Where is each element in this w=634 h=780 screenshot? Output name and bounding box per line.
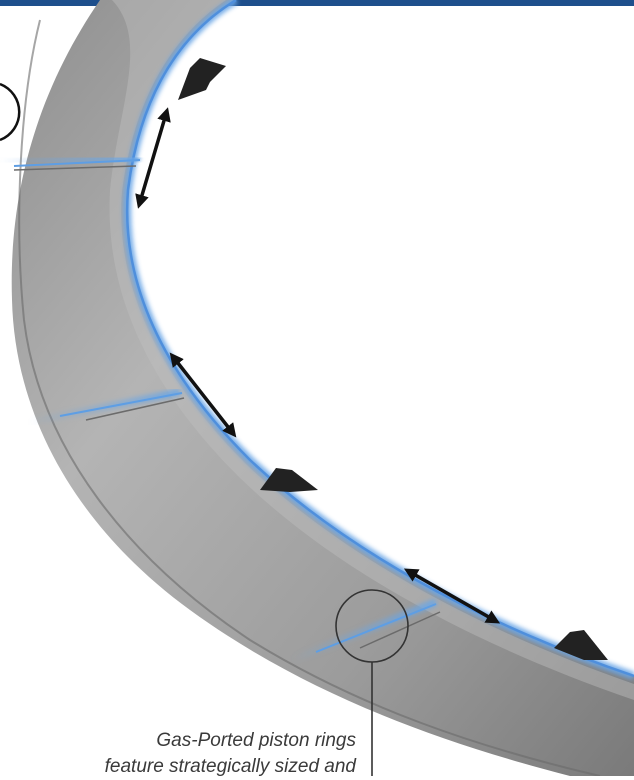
caption-line-2: feature strategically sized and — [40, 754, 356, 780]
pressure-arrow-icon — [178, 58, 226, 100]
piston-ring — [12, 0, 634, 776]
partial-circle-marker — [0, 84, 19, 140]
pressure-arrow-icon — [260, 468, 318, 492]
caption: Gas-Ported piston rings feature strategi… — [40, 728, 356, 780]
caption-line-1: Gas-Ported piston rings — [40, 728, 356, 754]
